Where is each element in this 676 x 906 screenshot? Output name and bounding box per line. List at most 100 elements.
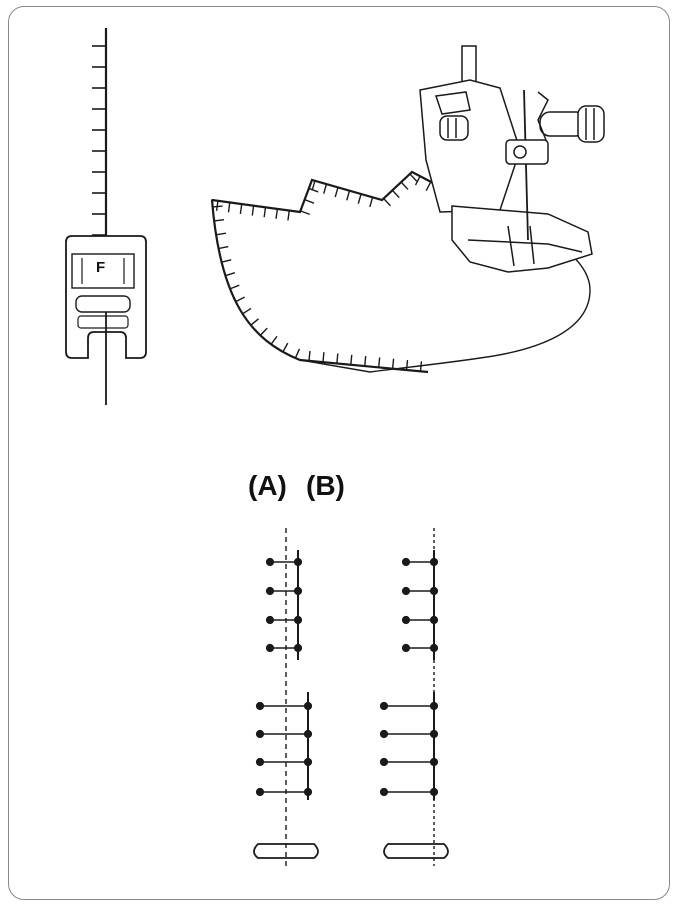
- stitch-dot: [429, 557, 439, 567]
- needle-clamp-screw: [513, 145, 527, 159]
- fabric-stitch-tick: [250, 318, 259, 326]
- stitch-dot: [429, 586, 439, 596]
- stitched-curve: [210, 199, 429, 374]
- diagram-frame: [8, 6, 670, 900]
- fabric-stitch-tick: [391, 189, 400, 199]
- fabric-stitch-tick: [294, 348, 301, 359]
- feed-dog-a: [253, 843, 319, 859]
- fabric-stitch-tick: [300, 210, 311, 216]
- fabric-stitch-tick: [235, 296, 245, 303]
- fabric-stitch-tick: [282, 342, 289, 353]
- foot-holder: [419, 79, 521, 213]
- fabric-stitch-tick: [214, 218, 225, 222]
- needle-slot: [77, 315, 129, 329]
- stitch-dot: [429, 615, 439, 625]
- fabric-stitch-tick: [369, 197, 374, 208]
- machine-presser-foot: [419, 45, 605, 273]
- fabric-stitch-tick: [409, 173, 418, 182]
- fabric-stitch-tick: [270, 335, 278, 345]
- stitch-dot: [265, 586, 275, 596]
- stitch-dot: [265, 557, 275, 567]
- stitch-dot: [303, 729, 313, 739]
- stitch-diagram-a: [255, 528, 313, 866]
- stitch-dot: [429, 757, 439, 767]
- stitch-dot: [401, 586, 411, 596]
- foot-window: [71, 253, 135, 289]
- stitch-dot: [265, 615, 275, 625]
- fabric-stitch-tick: [350, 354, 353, 365]
- stitch-dot: [293, 586, 303, 596]
- fabric-stitch-tick: [357, 193, 362, 204]
- stitch-dot: [255, 701, 265, 711]
- fabric-stitch-tick: [242, 307, 252, 315]
- stitch-dot: [255, 729, 265, 739]
- fabric-stitch-tick: [259, 327, 268, 336]
- fabric-stitch-tick: [215, 200, 219, 211]
- fabric-stitch-tick: [263, 207, 267, 218]
- fabric-stitch-tick: [391, 358, 395, 369]
- stitch-dot: [379, 701, 389, 711]
- stitch-dot: [429, 729, 439, 739]
- fabric-stitch-tick: [378, 357, 381, 368]
- stitch-dot: [255, 787, 265, 797]
- stitch-diagram-b: [379, 528, 439, 866]
- fabric-stitch-tick: [336, 353, 339, 364]
- shank-plate: [435, 91, 471, 115]
- stitch-dot: [293, 557, 303, 567]
- foot-sole: [451, 205, 593, 273]
- fabric-stitch-tick: [239, 203, 243, 215]
- fabric-stitch-tick: [225, 271, 236, 277]
- thread-guide: [537, 91, 549, 141]
- stitch-dot: [401, 643, 411, 653]
- feed-dog-b: [383, 843, 449, 859]
- fabric-stitch-ticks: [212, 173, 453, 372]
- stitch-dot: [379, 757, 389, 767]
- fabric-stitch-tick: [414, 175, 421, 186]
- stitch-dot: [429, 701, 439, 711]
- stitch-dot: [303, 787, 313, 797]
- stitch-dot: [293, 643, 303, 653]
- needle-clamp: [505, 139, 549, 165]
- fabric-stitch-tick: [364, 356, 367, 367]
- fabric-stitch-tick: [405, 359, 409, 371]
- stitch-dot: [429, 787, 439, 797]
- needle-hole: [75, 295, 131, 313]
- fabric-stitch-tick: [311, 180, 316, 191]
- foot-toe: [467, 239, 583, 253]
- presser-foot-top-view: [65, 28, 147, 405]
- fabric-stitch-tick: [275, 208, 279, 219]
- fabric-stitch-tick: [425, 181, 432, 191]
- stitch-dot: [255, 757, 265, 767]
- stitch-tick-marks: [92, 45, 106, 236]
- label-b: (B): [306, 470, 345, 501]
- fabric-stitch-tick: [322, 352, 325, 363]
- fabric-stitch-tick: [400, 181, 409, 190]
- fabric-piece: [210, 170, 591, 374]
- foot-outline: [65, 235, 147, 359]
- stitch-dot: [303, 757, 313, 767]
- fabric-stitch-tick: [304, 198, 315, 204]
- stitch-dot: [379, 787, 389, 797]
- foot-letter: F: [96, 259, 106, 276]
- stitch-dot: [429, 643, 439, 653]
- fabric-stitch-tick: [227, 202, 231, 213]
- side-knob: [577, 105, 605, 143]
- fabric-stitch-tick: [346, 190, 351, 201]
- stitch-dot: [379, 729, 389, 739]
- fabric-stitch-tick: [308, 350, 311, 361]
- foot-groove-2: [529, 225, 535, 265]
- fabric-stitch-tick: [218, 245, 229, 250]
- fabric-stitch-tick: [229, 284, 240, 290]
- fabric-stitch-tick: [334, 187, 339, 198]
- stitch-dot: [401, 557, 411, 567]
- label-a: (A): [248, 470, 287, 501]
- stitch-dot: [401, 615, 411, 625]
- fabric-stitch-tick: [215, 232, 227, 236]
- fabric-stitch-tick: [419, 361, 423, 372]
- needle: [523, 89, 529, 241]
- fabric-stitch-tick: [212, 205, 223, 208]
- stitch-dot: [265, 643, 275, 653]
- fabric-stitch-tick: [383, 198, 391, 207]
- stitched-edge: [211, 170, 463, 214]
